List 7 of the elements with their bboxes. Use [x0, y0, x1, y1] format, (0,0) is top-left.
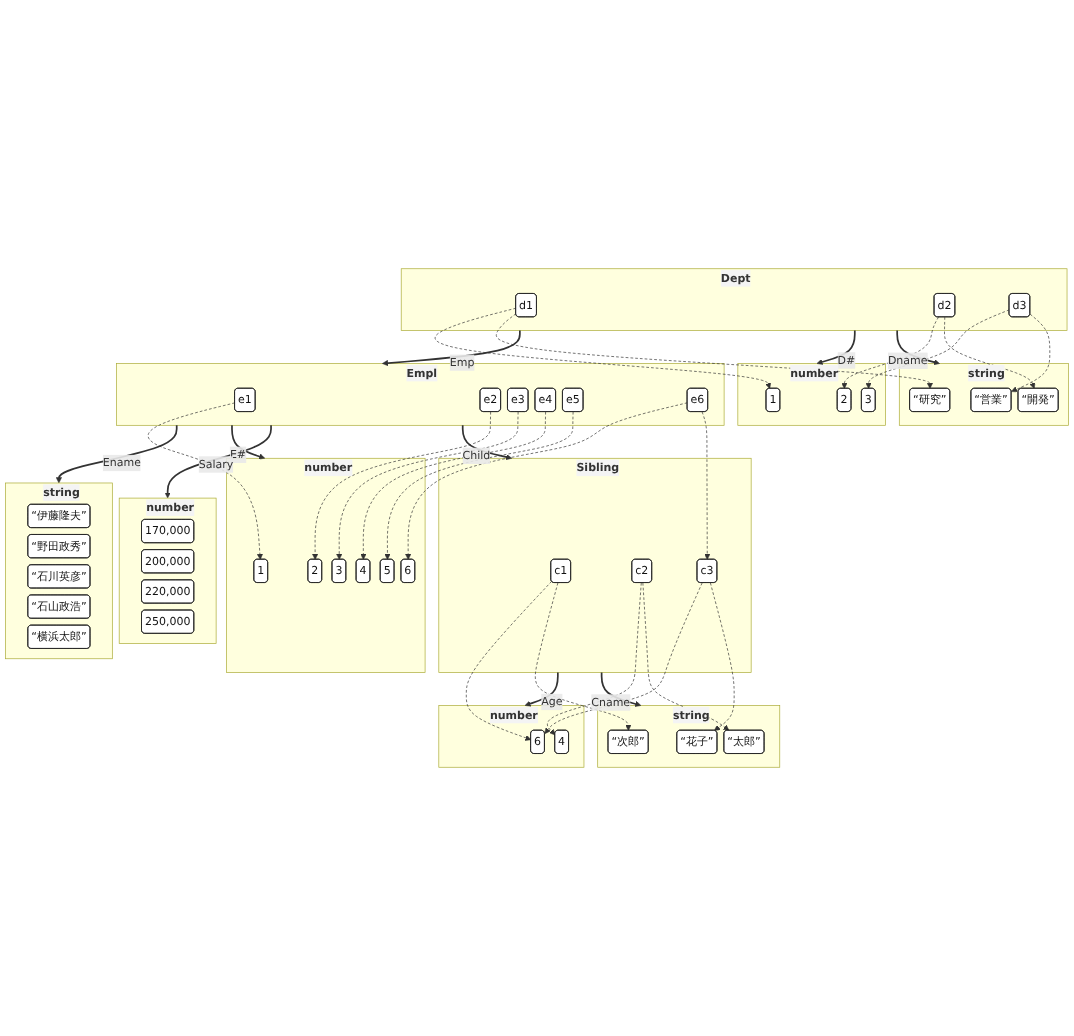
- arrow: [524, 671, 559, 707]
- arrow: [461, 424, 512, 460]
- arrow: [382, 329, 521, 367]
- arrow: [164, 424, 272, 499]
- arrow: [55, 424, 178, 484]
- arrow: [816, 329, 856, 365]
- arrow: [231, 424, 266, 460]
